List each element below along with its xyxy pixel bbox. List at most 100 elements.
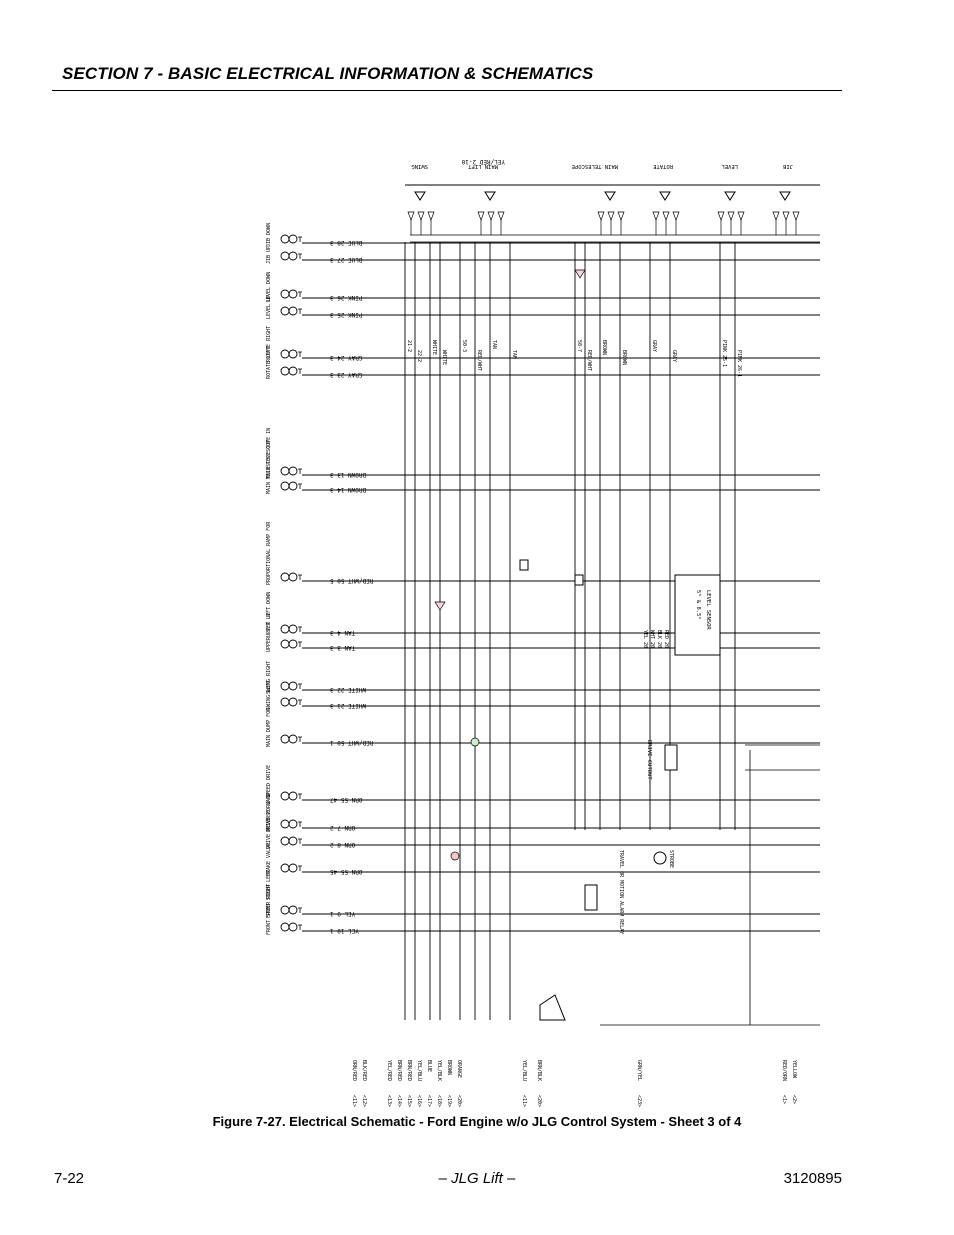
diode-icon [662, 211, 670, 221]
valve-coil-icon [288, 466, 298, 476]
bottom-wire-label: BROWN [446, 1060, 452, 1075]
valve-label: ROTATE RIGHT [266, 326, 272, 362]
valve-coil-icon [280, 349, 290, 359]
page-number: 7-22 [54, 1170, 85, 1187]
relay-box [664, 744, 678, 771]
diode-icon [779, 191, 791, 201]
valve-wire-label: WHITE 21-3 [330, 702, 367, 709]
valve-coil-icon [280, 922, 290, 932]
vertical-wire-label: BROWN [621, 350, 627, 365]
valve-label: JIB DOWN [266, 223, 272, 247]
valve-wire-label: YEL 10-1 [330, 927, 359, 934]
diode-icon [414, 191, 426, 201]
diode-icon [652, 211, 660, 221]
valve-label: LEVEL DOWN [266, 272, 272, 302]
valve-coil-icon [288, 306, 298, 316]
valve-coil-icon [280, 306, 290, 316]
valve-label: ROTATE LEFT [266, 346, 272, 379]
strobe-label: STROBE [668, 850, 674, 868]
valve-coil-icon [280, 819, 290, 829]
bottom-connector-label: <1> [781, 1095, 787, 1104]
bottom-connector-label: <20> [456, 1095, 462, 1107]
vertical-wire-label: WHITE [431, 340, 437, 355]
vertical-wire-label: WHITE [441, 350, 447, 365]
valve-label: JIB UP [266, 246, 272, 264]
valve-label: 2 SPEED DRIVE [266, 765, 272, 804]
valve-coil-icon [288, 836, 298, 846]
valve-wire-label: PINK 26-3 [330, 294, 363, 301]
vertical-wire-label: GRAY [651, 340, 657, 352]
diode-icon [717, 211, 725, 221]
valve-coil-icon [288, 681, 298, 691]
function-label: MAIN TELESCOPE [572, 163, 618, 169]
diode-icon [617, 211, 625, 221]
valve-coil-icon [288, 905, 298, 915]
valve-wire-label: BLUE 27-3 [330, 256, 363, 263]
valve-coil-icon [288, 624, 298, 634]
valve-coil-icon [288, 481, 298, 491]
valve-coil-icon [288, 234, 298, 244]
valve-wire-label: ORN 55-47 [330, 796, 363, 803]
diode-icon [427, 211, 435, 221]
valve-coil-icon [280, 863, 290, 873]
bottom-connector-label: <14> [396, 1095, 402, 1107]
valve-coil-icon [280, 791, 290, 801]
diode-icon [659, 191, 671, 201]
valve-coil-icon [280, 905, 290, 915]
valve-wire-label: PINK 25-3 [330, 311, 363, 318]
valve-wire-label: TAN 3-3 [330, 644, 356, 651]
bottom-wire-label: BLUE [426, 1060, 432, 1072]
bottom-wire-label: ORANGE [456, 1060, 462, 1078]
bottom-wire-label: YEL/RED [386, 1060, 392, 1081]
diode-icon [450, 851, 460, 861]
diode-icon [737, 211, 745, 221]
bottom-connector-label: <13> [386, 1095, 392, 1107]
sensor-title: LEVEL SENSOR [705, 590, 711, 630]
vertical-wire-label: TAN [511, 350, 517, 359]
bottom-connector-label: <23> [636, 1095, 642, 1107]
diode-icon [407, 211, 415, 221]
bottom-connector-label: <19> [446, 1095, 452, 1107]
valve-label: SWING LEFT [266, 680, 272, 710]
valve-coil-icon [280, 481, 290, 491]
valve-coil-icon [288, 819, 298, 829]
valve-label: FRONT STEER LEFT [266, 870, 272, 918]
valve-wire-label: ORN 8-2 [330, 841, 356, 848]
valve-label: BRAKE VALVE [266, 843, 272, 876]
valve-wire-label: BLUE 28-3 [330, 239, 363, 246]
diode-icon [782, 211, 790, 221]
function-label: MAIN LIFT [468, 163, 498, 169]
document-number: 3120895 [783, 1170, 842, 1187]
sensor-pin-label: RED 20 [663, 630, 669, 648]
function-label: ROTATE [653, 163, 673, 169]
function-label: LEVEL [721, 163, 738, 169]
bottom-wire-label: RED/ORN [781, 1060, 787, 1081]
bottom-connector-label: <20> [536, 1095, 542, 1107]
valve-coil-icon [280, 681, 290, 691]
diode-icon [434, 601, 446, 611]
connector-box [574, 574, 584, 586]
sensor-subtitle: 5° & 8.5° [695, 590, 701, 620]
valve-coil-icon [288, 734, 298, 744]
drive-cutout-label: DRIVE CUTOUT [646, 740, 652, 780]
top-wire-label: YEL/RED 2-10 [461, 158, 505, 165]
diode-icon [484, 191, 496, 201]
valve-coil-icon [288, 863, 298, 873]
valve-coil-icon [280, 466, 290, 476]
diode-icon [792, 211, 800, 221]
vertical-wire-label: PINK 25-1 [721, 340, 727, 367]
valve-coil-icon [280, 572, 290, 582]
valve-coil-icon [288, 349, 298, 359]
valve-wire-label: BROWN 13-3 [330, 471, 367, 478]
valve-label: UPPER LIFT UP [266, 613, 272, 652]
valve-coil-icon [280, 251, 290, 261]
valve-coil-icon [288, 366, 298, 376]
valve-coil-icon [288, 791, 298, 801]
bottom-wire-label: BRN/BLK [536, 1060, 542, 1081]
valve-label: DRIVE FORWARD [266, 793, 272, 832]
valve-label: MAIN TELESCOPE OUT [266, 440, 272, 494]
valve-coil-icon [280, 639, 290, 649]
bottom-wire-label: YELLOW [791, 1060, 797, 1079]
valve-coil-icon [280, 624, 290, 634]
